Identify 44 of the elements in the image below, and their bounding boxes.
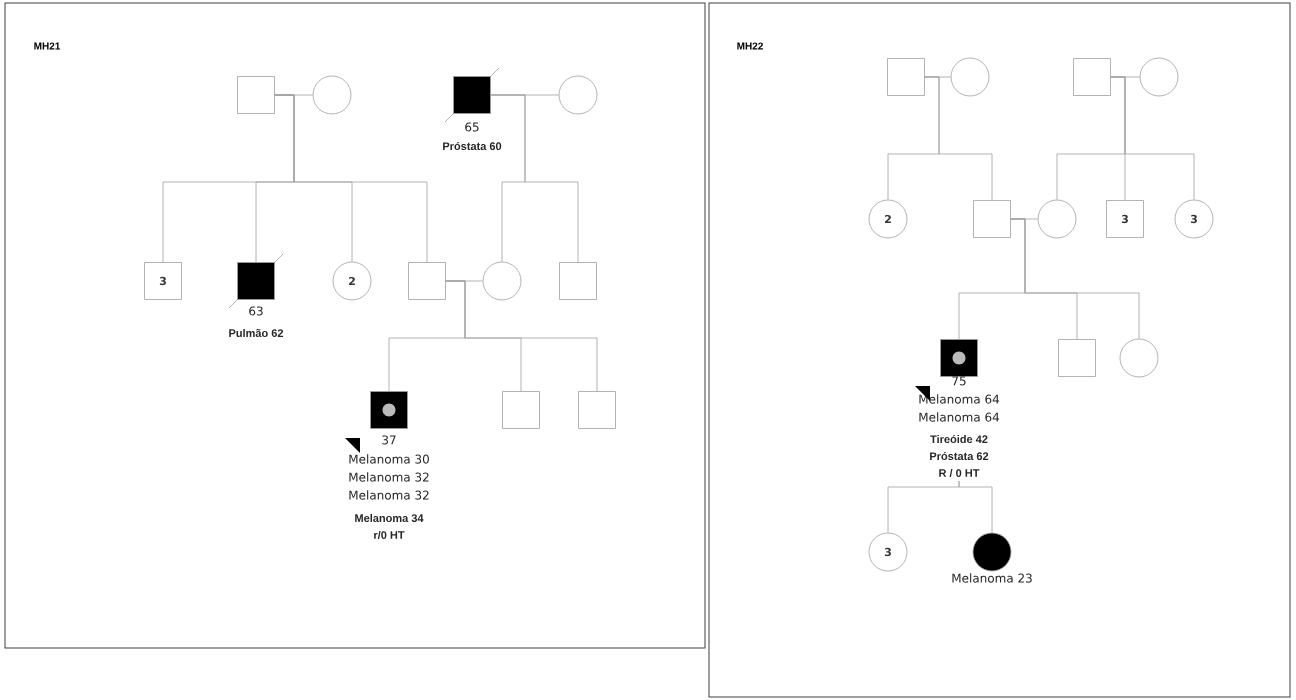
descent-line	[1010, 218, 1140, 339]
diagnosis-label: R / 0 HT	[939, 468, 980, 478]
diagnosis-label: Melanoma 64	[919, 412, 1000, 422]
descent-line	[958, 480, 993, 533]
descent-line	[445, 280, 598, 392]
male-square	[559, 262, 597, 300]
descent-line	[490, 94, 579, 263]
panel-title: MH21	[34, 42, 61, 50]
male-square	[973, 200, 1011, 238]
female-circle	[1139, 57, 1179, 97]
diagnosis-label: Melanoma 64	[919, 394, 1000, 404]
age-label: 75	[952, 376, 966, 386]
female-circle	[558, 75, 598, 115]
diagnosis-label: r/0 HT	[374, 530, 405, 540]
female-circle	[312, 75, 352, 115]
male-square	[502, 391, 540, 429]
descent-line	[1110, 76, 1195, 200]
age-label: 65	[465, 122, 479, 132]
descent-line	[924, 76, 993, 201]
male-square	[887, 58, 925, 96]
diagnosis-label: Melanoma 34	[355, 513, 424, 523]
female-circle	[950, 57, 990, 97]
age-label: 37	[382, 435, 396, 445]
male-square: 3	[144, 262, 182, 300]
diagnosis-label: Melanoma 32	[349, 472, 429, 482]
panel-title: MH22	[737, 42, 763, 50]
male-square	[408, 262, 446, 300]
male-square	[237, 76, 275, 114]
diagnosis-label: Pulmão 62	[229, 328, 284, 338]
diagnosis-label: Próstata 60	[443, 141, 502, 151]
male-square	[1073, 58, 1111, 96]
male-square	[1058, 339, 1096, 377]
descent-line	[274, 94, 428, 263]
female-circle	[1037, 199, 1077, 239]
age-label: 63	[249, 306, 263, 316]
diagnosis-label: Melanoma 30	[349, 454, 429, 464]
male-square: 3	[1106, 200, 1144, 238]
diagnosis-label: Próstata 62	[930, 451, 989, 461]
male-square	[578, 391, 616, 429]
diagnosis-label: Melanoma 23	[952, 573, 1032, 583]
female-circle	[1119, 338, 1159, 378]
diagnosis-label: Tireóide 42	[930, 434, 988, 444]
female-circle	[482, 261, 522, 301]
diagnosis-label: Melanoma 32	[349, 490, 429, 500]
